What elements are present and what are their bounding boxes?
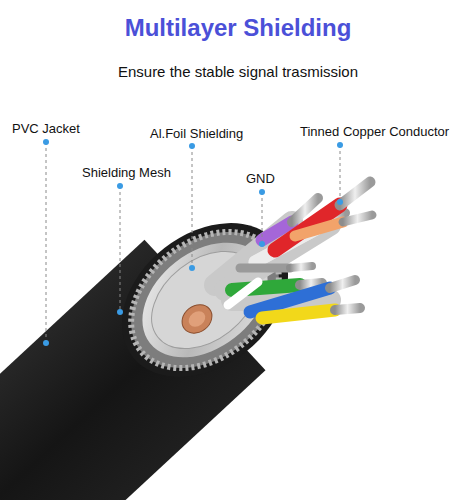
wire-strands [343,215,372,222]
leader-dot [43,139,49,145]
leader-lines [46,142,340,343]
title: Multilayer Shielding [0,14,476,42]
wire-white [228,282,258,305]
leader-dot [189,265,195,271]
part-label: PVC Jacket [12,121,80,136]
part-label: Al.Foil Shielding [150,126,243,141]
leader-line [46,142,47,343]
wire-yellow [262,310,335,318]
leader-line [192,146,193,268]
wire-strands [330,280,355,288]
leader-dot [43,340,49,346]
copper-core [186,308,209,330]
leader-dot [337,142,343,148]
leader-dot [117,183,123,189]
subtitle: Ensure the stable signal trasmission [0,63,476,80]
wire-strands [290,266,312,268]
part-label: GND [246,171,275,186]
wire-strands [335,308,360,310]
wire-orange [295,222,343,236]
leader-dot [117,309,123,315]
part-label: Tinned Copper Conductor [300,124,449,139]
leader-dot [259,241,265,247]
leader-dot [189,143,195,149]
leader-dots [43,139,343,346]
leader-dot [337,199,343,205]
leader-line [340,145,341,202]
gnd-wire [240,264,290,273]
leader-dot [259,189,265,195]
part-label: Shielding Mesh [82,165,171,180]
leader-line [262,192,263,244]
leader-line [120,186,121,312]
copper-core [176,299,217,339]
wire-strands [340,182,370,205]
